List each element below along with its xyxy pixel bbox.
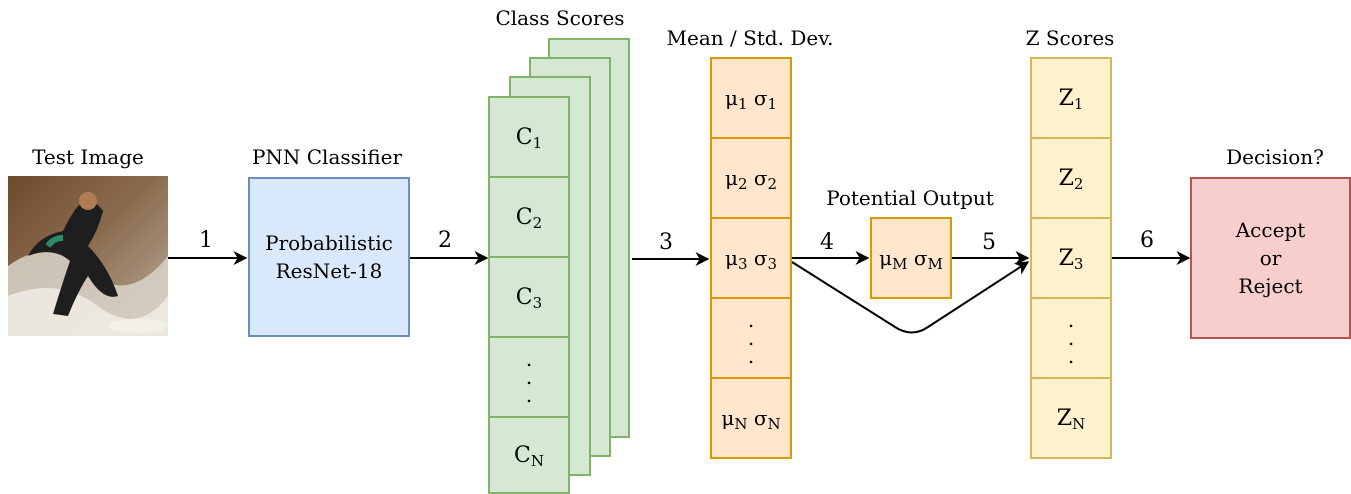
pnn-classifier-label: PNN Classifier xyxy=(251,145,403,169)
classifier-line2: ResNet-18 xyxy=(275,259,383,283)
mean-std-label: Mean / Std. Dev. xyxy=(666,26,834,50)
z-cell-ellipsis: ... xyxy=(1030,297,1112,379)
step-label-5: 5 xyxy=(982,230,996,255)
step-label-2: 2 xyxy=(438,228,452,253)
z-scores-label: Z Scores xyxy=(1025,26,1115,50)
bypass-arrow xyxy=(791,261,1030,334)
potential-output-label: Potential Output xyxy=(826,186,994,210)
decision-box: Accept or Reject xyxy=(1190,177,1351,339)
step-label-4: 4 xyxy=(820,230,834,255)
test-image-label: Test Image xyxy=(32,145,144,169)
step-label-3: 3 xyxy=(659,230,673,255)
surfer-photo xyxy=(8,176,168,336)
decision-reject: Reject xyxy=(1238,274,1303,298)
test-image xyxy=(8,176,168,336)
class-cell-ellipsis: ... xyxy=(488,336,570,418)
decision-or: or xyxy=(1259,246,1282,270)
step-label-1: 1 xyxy=(199,228,213,253)
step-label-6: 6 xyxy=(1140,228,1154,253)
class-scores-label: Class Scores xyxy=(495,6,625,30)
decision-label: Decision? xyxy=(1226,145,1324,169)
decision-accept: Accept xyxy=(1235,218,1306,242)
classifier-line1: Probabilistic xyxy=(265,231,393,255)
pnn-classifier-box: Probabilistic ResNet-18 xyxy=(248,177,410,337)
stat-cell-ellipsis: ... xyxy=(710,297,792,379)
